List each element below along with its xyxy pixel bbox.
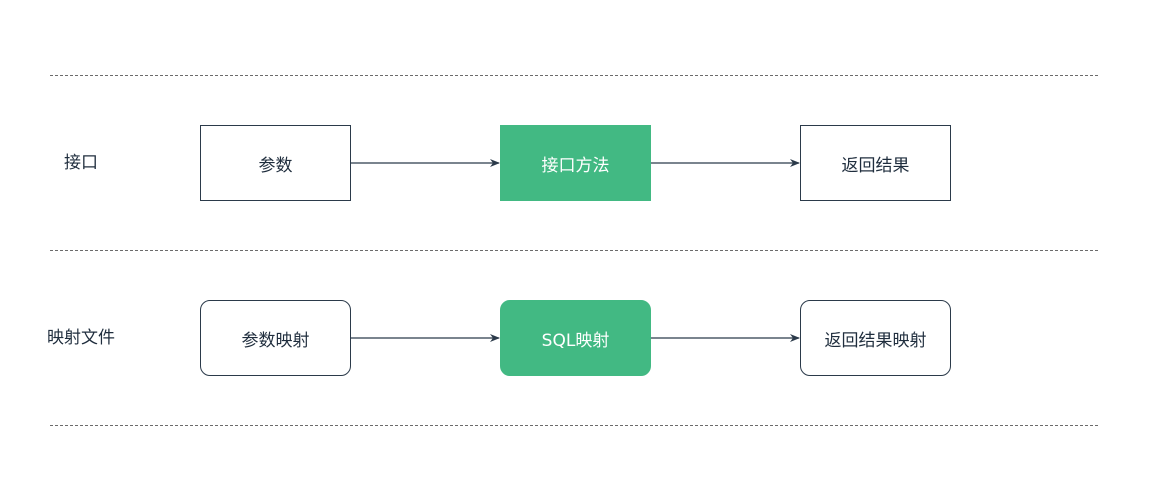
divider-top [50,75,1098,76]
node-interface-method-label: 接口方法 [541,155,610,176]
node-param-mapping: 参数映射 [200,300,351,376]
node-params-label: 参数 [258,155,293,176]
row-label-mapping-file: 映射文件 [47,328,115,348]
node-return-result-label: 返回结果 [841,155,910,176]
node-sql-mapping-label: SQL映射 [541,330,610,351]
node-result-mapping-label: 返回结果映射 [824,330,927,351]
node-result-mapping: 返回结果映射 [800,300,951,376]
node-params: 参数 [200,125,351,201]
node-param-mapping-label: 参数映射 [241,330,310,351]
row-label-interface: 接口 [64,153,98,173]
node-sql-mapping: SQL映射 [500,300,651,376]
node-interface-method: 接口方法 [500,125,651,201]
divider-bottom [50,425,1098,426]
divider-middle [50,250,1098,251]
node-return-result: 返回结果 [800,125,951,201]
